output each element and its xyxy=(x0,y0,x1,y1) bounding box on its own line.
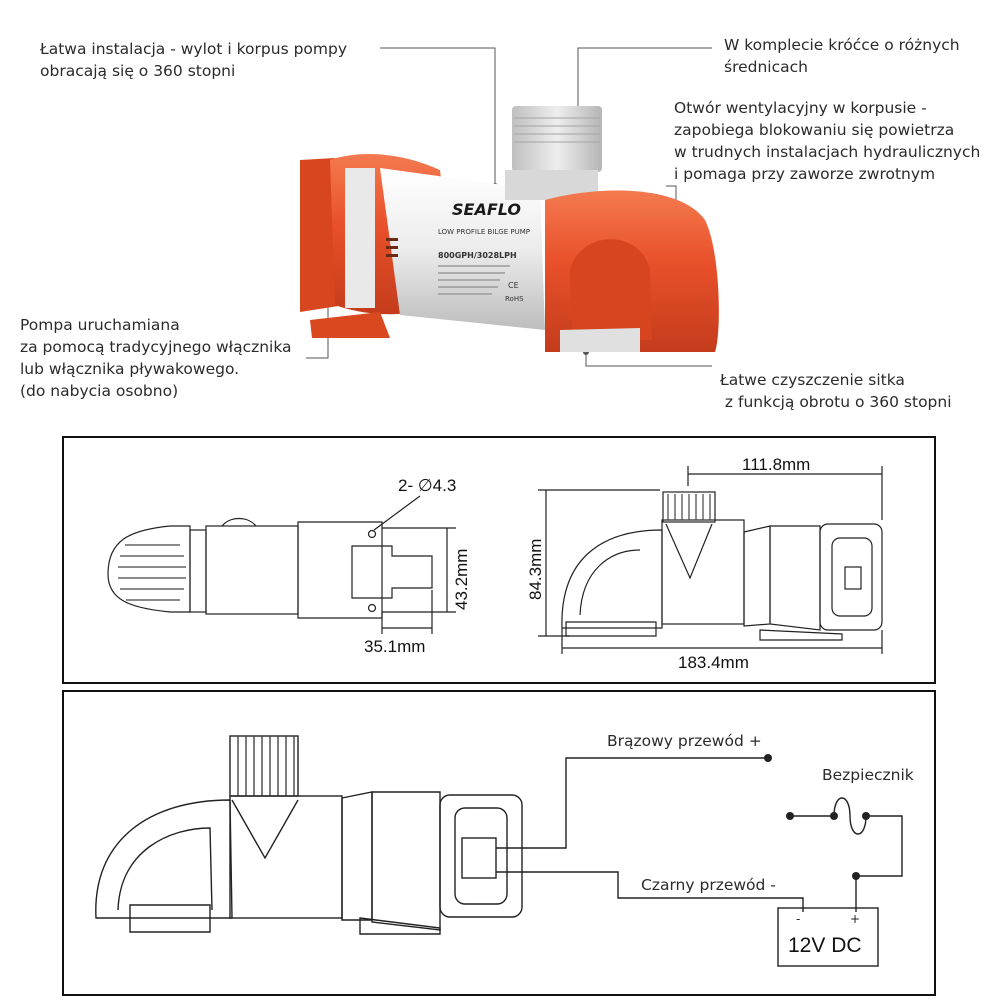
label-fineprint xyxy=(438,265,510,295)
side-view-outlet-ridges xyxy=(667,494,711,520)
fuse-symbol xyxy=(833,797,867,835)
top-view-bracket xyxy=(351,545,433,599)
fuse-wire-right xyxy=(855,815,903,912)
label-subtitle: LOW PROFILE BILGE PUMP xyxy=(438,228,530,236)
annotation-vent: Otwór wentylacyjny w korpusie - zapobieg… xyxy=(674,97,980,185)
side-view-outlet xyxy=(662,491,716,523)
wiring-outlet xyxy=(229,735,299,797)
annotation-strainer-line2: z funkcją obrotu o 360 stopni xyxy=(720,393,952,411)
vent-slots xyxy=(386,238,398,257)
battery-box xyxy=(777,907,879,967)
dim-length: 183.4mm xyxy=(678,653,749,672)
side-view-funnel xyxy=(665,523,713,580)
outlet-base xyxy=(505,170,598,200)
annotation-strainer-line1: Łatwe czyszczenie sitka xyxy=(720,371,905,389)
battery-label: 12V DC xyxy=(788,934,862,957)
wiring-panel xyxy=(62,690,936,996)
side-view-foot xyxy=(759,629,843,641)
wire-terminals xyxy=(764,754,870,880)
annotation-strainer: Łatwe czyszczenie sitka z funkcją obrotu… xyxy=(720,369,952,413)
side-view-arch xyxy=(579,549,641,616)
outlet-thread xyxy=(512,106,602,172)
body-band xyxy=(345,168,375,308)
wiring-cap-face xyxy=(454,807,508,905)
annotation-rotation-line2: obracają się o 360 stopni xyxy=(40,62,236,80)
brand-logo: SEAFLO xyxy=(452,200,521,219)
annotation-vent-line2: zapobiega blokowaniu się powietrza xyxy=(674,121,955,139)
wiring-motor-ring xyxy=(341,791,373,921)
annotation-switch-line3: lub włącznika pływakowego. xyxy=(20,360,240,378)
wiring-arch xyxy=(117,827,213,911)
mount-hole-bottom xyxy=(367,603,377,613)
dim-holes: 2- ∅4.3 xyxy=(398,476,456,495)
side-view-cap-face xyxy=(831,537,873,617)
black-wire xyxy=(496,871,804,912)
annotation-adapters: W komplecie króćce o różnych średnicach xyxy=(724,34,960,78)
wiring-outlet-ridges xyxy=(237,736,295,796)
ce-mark: CE xyxy=(508,281,519,290)
wiring-strainer xyxy=(129,904,211,933)
wiring-elbow xyxy=(95,799,233,919)
annotation-adapters-line2: średnicach xyxy=(724,58,808,76)
top-view-outlet xyxy=(221,517,257,527)
pump-body xyxy=(380,168,545,330)
side-view-cap xyxy=(819,523,883,631)
housing-arch xyxy=(570,239,652,340)
annotation-vent-line4: i pomaga przy zaworze zwrotnym xyxy=(674,165,936,183)
rohs-mark: RoHS xyxy=(505,295,524,303)
side-view-strainer xyxy=(565,621,657,637)
wiring-cable-port xyxy=(461,837,497,879)
mount-hole-top xyxy=(367,529,377,539)
pump-photo: SEAFLO LOW PROFILE BILGE PUMP 800GPH/302… xyxy=(300,47,719,367)
dimensions-panel xyxy=(62,436,936,684)
battery-plus: + xyxy=(850,912,860,926)
black-wire-label: Czarny przewód - xyxy=(641,876,776,894)
wiring-foot xyxy=(359,917,441,935)
annotation-vent-line1: Otwór wentylacyjny w korpusie - xyxy=(674,99,927,117)
annotation-rotation-line1: Łatwa instalacja - wylot i korpus pompy xyxy=(40,40,348,58)
annotation-vent-line3: w trudnych instalacjach hydraulicznych xyxy=(674,143,981,161)
annotation-switch-line2: za pomocą tradycyjnego włącznika xyxy=(20,338,292,356)
brown-wire xyxy=(496,757,768,849)
side-view-cable-port xyxy=(844,566,862,590)
dim-width-small: 35.1mm xyxy=(364,637,425,656)
annotation-switch: Pompa uruchamiana za pomocą tradycyjnego… xyxy=(20,314,292,402)
wiring-funnel xyxy=(231,799,299,860)
mount-foot xyxy=(310,312,390,338)
annotation-adapters-line1: W komplecie króćce o różnych xyxy=(724,36,960,54)
strainer-latch xyxy=(560,328,640,352)
label-model: 800GPH/3028LPH xyxy=(438,251,517,260)
fuse-label: Bezpiecznik xyxy=(822,766,914,784)
dim-height-small: 43.2mm xyxy=(452,549,471,610)
wiring-cap xyxy=(439,794,523,918)
dim-height: 84.3mm xyxy=(526,539,545,600)
annotation-rotation: Łatwa instalacja - wylot i korpus pompy … xyxy=(40,38,347,82)
annotation-switch-line1: Pompa uruchamiana xyxy=(20,316,180,334)
side-view-motor xyxy=(769,525,821,631)
wiring-body xyxy=(229,795,343,919)
outlet-ridges xyxy=(514,117,600,143)
battery-minus: - xyxy=(796,912,800,926)
dim-top-width: 111.8mm xyxy=(742,455,810,474)
top-view-cap-grill xyxy=(118,544,186,601)
annotation-switch-line4: (do nabycia osobno) xyxy=(20,382,179,400)
wiring-motor xyxy=(371,791,441,931)
brown-wire-label: Brązowy przewód + xyxy=(607,732,762,750)
